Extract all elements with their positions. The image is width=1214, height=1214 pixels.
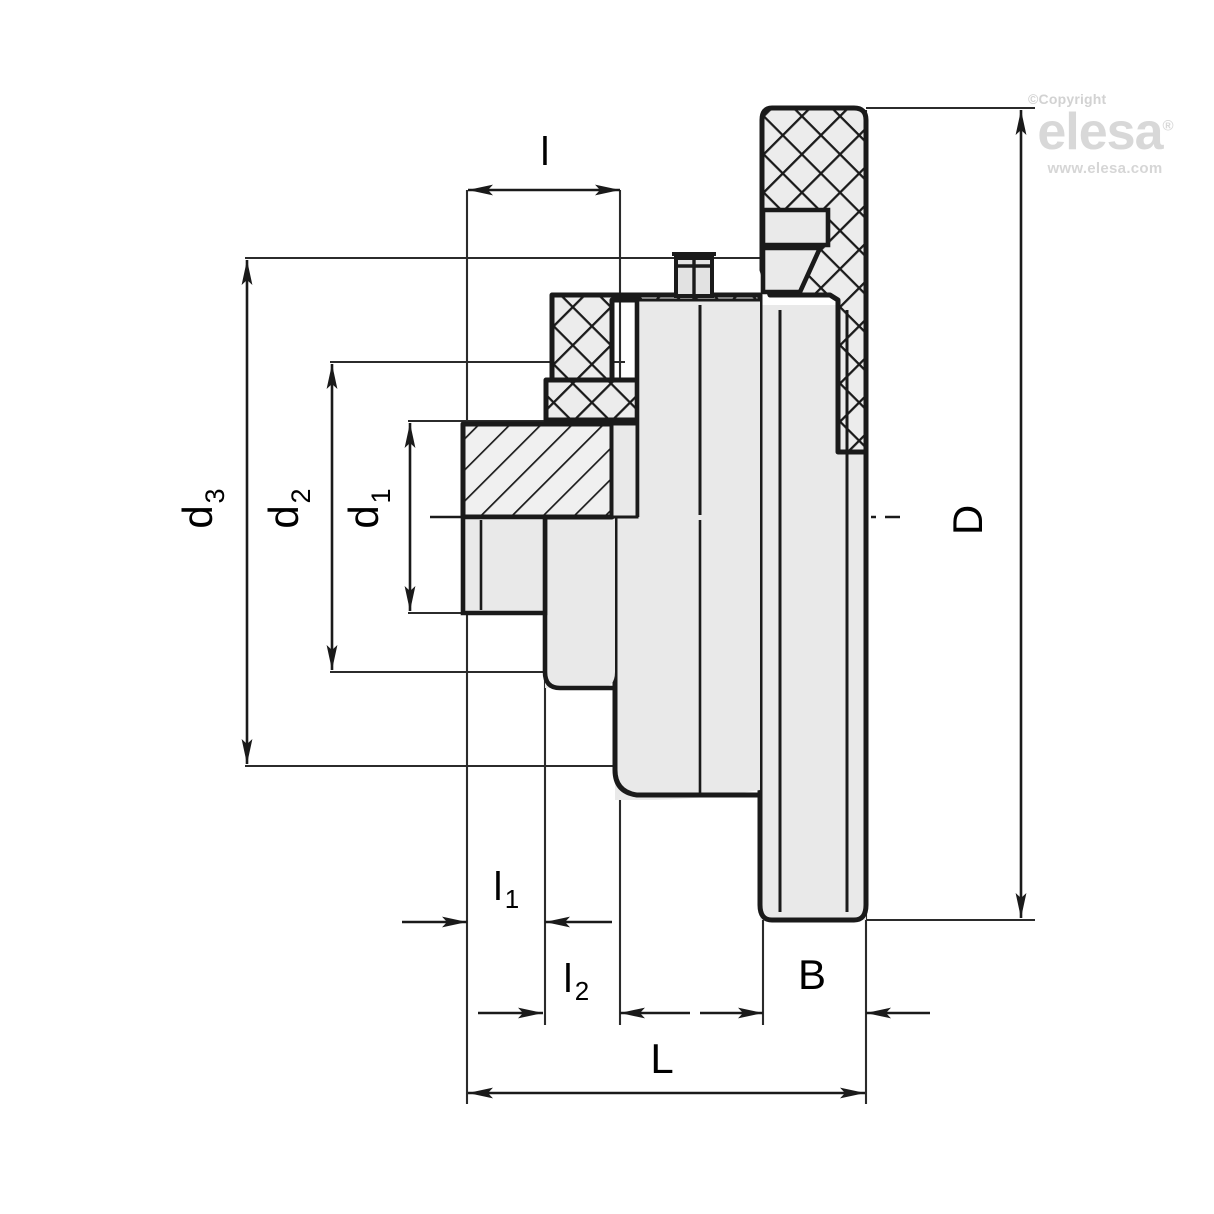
hub-diagonal-hatch <box>460 421 615 520</box>
hub-lower-outline <box>542 517 615 691</box>
flange-inner-groove <box>760 207 831 248</box>
flange-crosshatch-upper <box>759 105 869 455</box>
label-d2-group: d 2 <box>260 488 316 528</box>
sleeve-lower-fill <box>615 517 760 800</box>
watermark-brand: elesa® <box>1037 106 1174 158</box>
hub-lower-fill <box>545 517 615 688</box>
label-d2-subscript: 2 <box>286 488 316 503</box>
sleeve-lower-outline <box>612 517 760 798</box>
watermark-brand-text: elesa <box>1037 103 1163 161</box>
label-l: l <box>541 130 550 174</box>
label-d1-subscript: 1 <box>366 488 396 503</box>
flange-body-fill <box>760 305 866 920</box>
component-cross-section <box>460 105 869 923</box>
label-L: L <box>650 1035 673 1082</box>
label-d2: d <box>260 505 307 528</box>
watermark-registered-icon: ® <box>1162 117 1174 135</box>
hub-bore-block <box>460 514 548 616</box>
set-screw-detail <box>672 252 716 300</box>
label-D: D <box>944 505 991 535</box>
watermark: ©Copyright elesa® www.elesa.com <box>1014 92 1196 177</box>
flange-inner-chamfer <box>760 245 824 295</box>
label-d3: d <box>174 505 221 528</box>
hub-shoulder <box>610 422 639 519</box>
label-d1-group: d 1 <box>340 488 396 528</box>
label-B: B <box>798 951 826 998</box>
label-D-group: D <box>944 505 991 535</box>
label-l1: l <box>494 865 503 909</box>
dimension-lines <box>241 110 1027 1099</box>
watermark-url: www.elesa.com <box>1047 160 1163 178</box>
label-d1: d <box>340 505 387 528</box>
collar-crosshatch-step <box>543 377 643 423</box>
dimension-labels: l d 3 d 2 d 1 D l 1 <box>174 130 991 1082</box>
watermark-copyright: ©Copyright <box>1028 91 1107 107</box>
label-l2-group: l 2 <box>564 957 590 1006</box>
label-l2: l <box>564 957 573 1001</box>
label-l1-group: l 1 <box>494 865 520 914</box>
label-d3-subscript: 3 <box>200 488 230 503</box>
label-d3-group: d 3 <box>174 488 230 528</box>
label-l1-subscript: 1 <box>505 884 519 914</box>
flange-outer-outline <box>757 120 869 923</box>
label-l2-subscript: 2 <box>575 976 589 1006</box>
